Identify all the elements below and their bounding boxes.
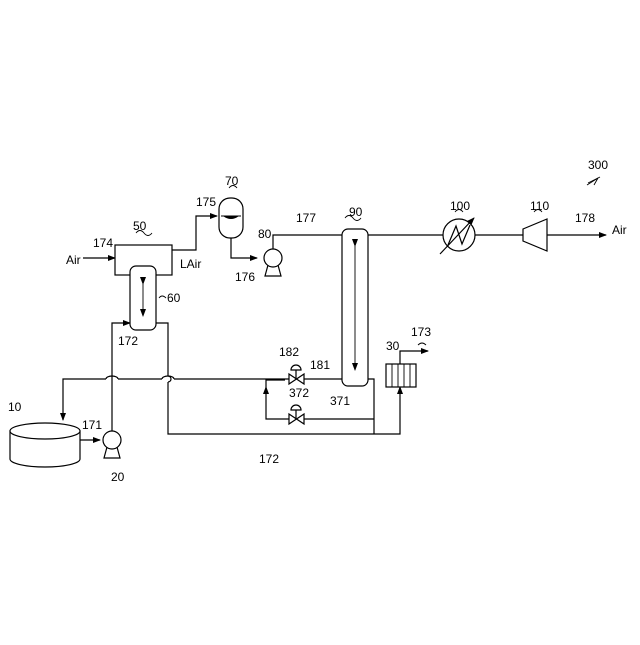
label-171: 171 [82, 418, 102, 432]
separator-70 [219, 198, 243, 238]
label-177: 177 [296, 211, 316, 225]
line-172-down-a [156, 323, 168, 376]
label-80: 80 [258, 227, 272, 241]
heater-30 [386, 364, 416, 387]
line-371-left [266, 387, 289, 419]
label-air-in: Air [66, 253, 81, 267]
label-lair: LAir [180, 257, 201, 271]
label-174: 174 [93, 236, 113, 250]
label-175: 175 [196, 195, 216, 209]
label-50: 50 [133, 219, 147, 233]
turbine-110 [523, 219, 547, 251]
label-300: 300 [588, 158, 608, 172]
label-371: 371 [330, 394, 350, 408]
line-172-hop [168, 376, 171, 382]
valve-372 [289, 405, 304, 424]
label-100: 100 [450, 199, 470, 213]
label-90: 90 [349, 205, 363, 219]
return-line-to-tank [63, 379, 106, 420]
diagram-labels: 300 10 20 30 50 60 70 80 90 100 110 171 … [8, 158, 627, 484]
label-70: 70 [225, 174, 239, 188]
system-300-arrow [587, 178, 598, 185]
label-181: 181 [310, 358, 330, 372]
line-173 [400, 351, 428, 364]
line-371-join [266, 380, 285, 387]
column-bottom-drop [367, 379, 374, 434]
return-line-hop-a [162, 376, 174, 379]
line-176 [231, 238, 257, 258]
pump-20 [103, 431, 121, 458]
label-372: 372 [289, 386, 309, 400]
label-173: 173 [411, 325, 431, 339]
valve-182 [289, 365, 304, 384]
heater-100 [440, 218, 475, 254]
label-182: 182 [279, 345, 299, 359]
line-172-bottom [168, 382, 400, 434]
liquid-air-line-175 [172, 216, 217, 250]
label-178: 178 [575, 211, 595, 225]
label-air-out: Air [612, 223, 627, 237]
label-30: 30 [386, 339, 400, 353]
pump-80 [264, 249, 282, 276]
label-20: 20 [111, 470, 125, 484]
label-10: 10 [8, 400, 22, 414]
line-177-a [273, 235, 342, 250]
tank-10 [10, 423, 80, 467]
label-110: 110 [530, 199, 549, 213]
label-172-left: 172 [118, 334, 138, 348]
label-172-bottom: 172 [259, 452, 279, 466]
label-176: 176 [235, 270, 255, 284]
label-60: 60 [167, 291, 181, 305]
